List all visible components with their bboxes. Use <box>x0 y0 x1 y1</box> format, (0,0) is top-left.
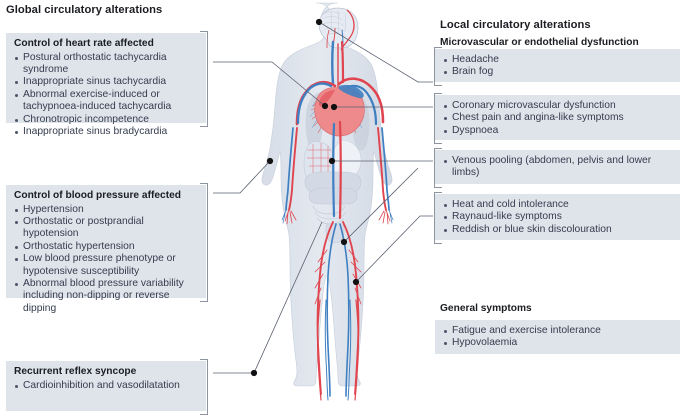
box-title-heart-rate: Control of heart rate affected <box>14 38 154 49</box>
info-box-coronary: Coronary microvascular dysfunction Chest… <box>435 95 680 140</box>
info-box-reflex-syncope: Recurrent reflex syncope Cardioinhibitio… <box>6 361 206 411</box>
list-item: Fatigue and exercise intolerance <box>443 325 672 337</box>
list-item: Inappropriate sinus bradycardia <box>14 126 198 138</box>
bullet-list-heart-rate: Postural orthostatic tachycardia syndrom… <box>14 52 198 139</box>
list-item: Orthostatic hypertension <box>14 241 198 253</box>
list-item: Cardioinhibition and vasodilatation <box>14 380 198 392</box>
list-item: Inappropriate sinus tachycardia <box>14 76 198 88</box>
list-item: Hypertension <box>14 204 198 216</box>
info-box-venous-pooling: Venous pooling (abdomen, pelvis and lowe… <box>435 150 680 184</box>
info-box-thermoregulation: Heat and cold intolerance Raynaud-like s… <box>435 194 680 240</box>
bullet-list-reflex-syncope: Cardioinhibition and vasodilatation <box>14 380 198 392</box>
list-item: Low blood pressure phenotype or hypotens… <box>14 253 198 278</box>
list-item: Chest pain and angina-like symptoms <box>443 112 672 124</box>
leg-vessels <box>314 221 362 401</box>
list-item: Raynaud-like symptoms <box>443 211 672 223</box>
bullet-list-blood-pressure: Hypertension Orthostatic or postprandial… <box>14 204 198 316</box>
bullet-list-thermoregulation: Heat and cold intolerance Raynaud-like s… <box>443 199 672 236</box>
info-box-general-symptoms: Fatigue and exercise intolerance Hypovol… <box>435 320 680 354</box>
page-title-local: Local circulatory alterations <box>440 19 591 31</box>
list-item: Venous pooling (abdomen, pelvis and lowe… <box>443 155 672 180</box>
bullet-list-venous-pooling: Venous pooling (abdomen, pelvis and lowe… <box>443 155 672 180</box>
box-title-reflex-syncope: Recurrent reflex syncope <box>14 366 137 377</box>
list-item: Reddish or blue skin discolouration <box>443 224 672 236</box>
box-title-blood-pressure: Control of blood pressure affected <box>14 190 181 201</box>
heading-general-symptoms: General symptoms <box>440 303 532 314</box>
page-title-global: Global circulatory alterations <box>6 4 163 16</box>
human-body-illustration <box>261 2 394 401</box>
list-item: Brain fog <box>443 66 672 78</box>
list-item: Dyspnoea <box>443 125 672 137</box>
subheading-microvascular: Microvascular or endothelial dysfunction <box>440 37 639 48</box>
list-item: Orthostatic or postprandial hypotension <box>14 216 198 241</box>
list-item: Postural orthostatic tachycardia syndrom… <box>14 52 198 77</box>
descending-vessels <box>332 120 342 220</box>
bullet-list-headache: Headache Brain fog <box>443 54 672 79</box>
bullet-list-coronary: Coronary microvascular dysfunction Chest… <box>443 100 672 137</box>
info-box-heart-rate: Control of heart rate affected Postural … <box>6 33 206 137</box>
list-item: Chronotropic incompetence <box>14 114 198 126</box>
list-item: Abnormal exercise-induced or tachypnoea-… <box>14 89 198 114</box>
list-item: Hypovolaemia <box>443 337 672 349</box>
bullet-list-general-symptoms: Fatigue and exercise intolerance Hypovol… <box>443 325 672 350</box>
info-box-headache: Headache Brain fog <box>435 49 680 82</box>
list-item: Heat and cold intolerance <box>443 199 672 211</box>
list-item: Abnormal blood pressure variability incl… <box>14 278 198 315</box>
list-item: Coronary microvascular dysfunction <box>443 100 672 112</box>
list-item: Headache <box>443 54 672 66</box>
info-box-blood-pressure: Control of blood pressure affected Hyper… <box>6 185 206 314</box>
